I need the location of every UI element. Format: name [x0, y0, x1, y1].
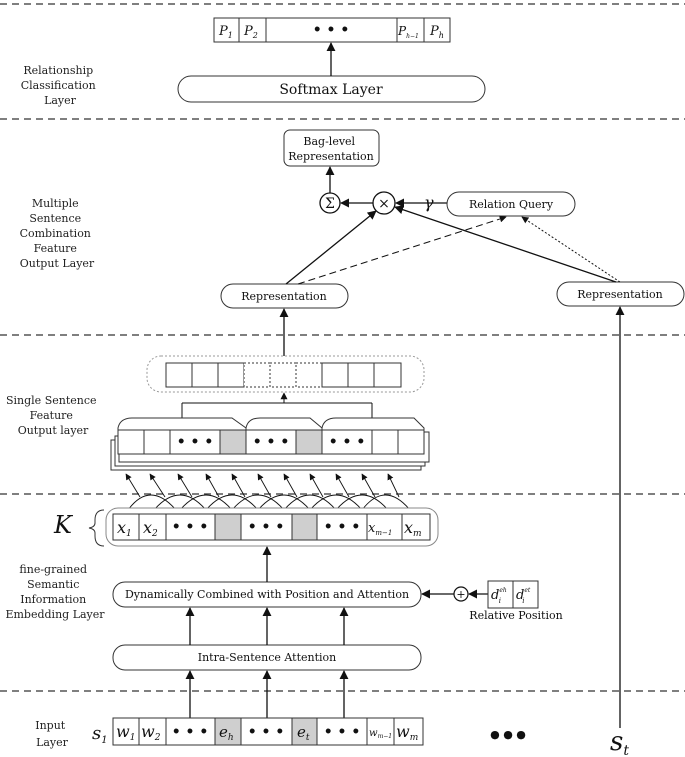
output-cell-label: P1: [218, 24, 233, 40]
representation-left-label: Representation: [241, 290, 326, 303]
label-finegrained-layer: fine-grained Semantic Information Embedd…: [5, 563, 105, 621]
output-cell-dots: • • •: [313, 22, 350, 38]
dotted-rep-right-to-query: [521, 216, 621, 283]
embedding-cell-label: x2: [143, 518, 158, 539]
label-relationship-layer: Relationship Classification Layer: [21, 64, 100, 107]
svg-text:• • •: • • •: [248, 519, 285, 535]
svg-text:• • •: • • •: [172, 724, 209, 740]
input-cells: w1 w2 • • • eh • • • et • • • wm−1 wm: [112, 717, 424, 746]
bag-level-label: Bag-level Representation: [288, 135, 373, 163]
softmax-layer-label: Softmax Layer: [279, 82, 383, 98]
output-cell-label: Ph−1: [397, 24, 419, 40]
embedding-cell-label: xm−1: [368, 521, 392, 537]
input-cell-label: et: [297, 723, 310, 743]
gamma-symbol: γ: [424, 193, 434, 212]
input-cell-label: w1: [116, 722, 135, 743]
representation-right-label: Representation: [577, 288, 662, 301]
label-multiple-layer: Multiple Sentence Combination Feature Ou…: [20, 197, 95, 270]
arrow-rep-left-to-multiply: [285, 210, 377, 285]
bag-level-box: [283, 129, 380, 167]
sentence-st-label: st: [610, 727, 629, 757]
pooling-connectors: [181, 392, 373, 418]
svg-text:• • •: • • •: [324, 519, 361, 535]
pooled-vector-cells: [165, 362, 402, 388]
label-single-layer: Single Sentence Feature Output layer: [6, 394, 100, 437]
embedding-cells: x1 x2 • • • • • • • • • xm−1 xm: [112, 513, 431, 541]
input-cell-label: wm: [396, 722, 418, 743]
svg-text:• • •: • • •: [329, 434, 366, 450]
more-sentences-dots: ● ● ●: [490, 728, 526, 741]
representation-left-box: [220, 283, 349, 309]
input-cell-label: w2: [141, 722, 161, 743]
relation-query-box: [446, 191, 576, 217]
dashed-rep-left-to-query: [297, 215, 507, 285]
multiply-symbol: ×: [378, 196, 390, 212]
label-input-layer: Input Layer: [35, 719, 68, 749]
relative-position-label: Relative Position: [469, 609, 562, 622]
sum-symbol: Σ: [325, 196, 335, 212]
plus-symbol: +: [456, 588, 465, 601]
embedding-cell-label: xm: [404, 518, 422, 539]
sentence-s1-label: s1: [92, 723, 108, 746]
convolution-arcs: [125, 473, 411, 511]
svg-text:• • •: • • •: [248, 724, 285, 740]
output-cells: P1 P2 • • • Ph−1 Ph: [213, 17, 451, 43]
representation-right-box: [556, 281, 685, 307]
svg-text:• • •: • • •: [253, 434, 290, 450]
svg-text:• • •: • • •: [177, 434, 214, 450]
arrow-rep-right-to-multiply: [394, 205, 617, 283]
input-cell-label: wm−1: [369, 728, 392, 740]
output-cell-label: P2: [243, 24, 258, 40]
input-cell-label: eh: [219, 723, 234, 743]
svg-text:• • •: • • •: [324, 724, 361, 740]
kernel-k-symbol: K: [53, 511, 74, 539]
feature-map-front: • • • • • • • • •: [117, 417, 425, 455]
svg-text:• • •: • • •: [172, 519, 209, 535]
embedding-cell-label: x1: [117, 518, 132, 539]
output-cell-label: Ph: [429, 24, 444, 40]
dynamic-combination-label: Dynamically Combined with Position and A…: [125, 588, 409, 601]
intra-attention-label: Intra-Sentence Attention: [198, 651, 337, 664]
k-brace: [88, 509, 105, 547]
relation-query-label: Relation Query: [469, 198, 554, 211]
